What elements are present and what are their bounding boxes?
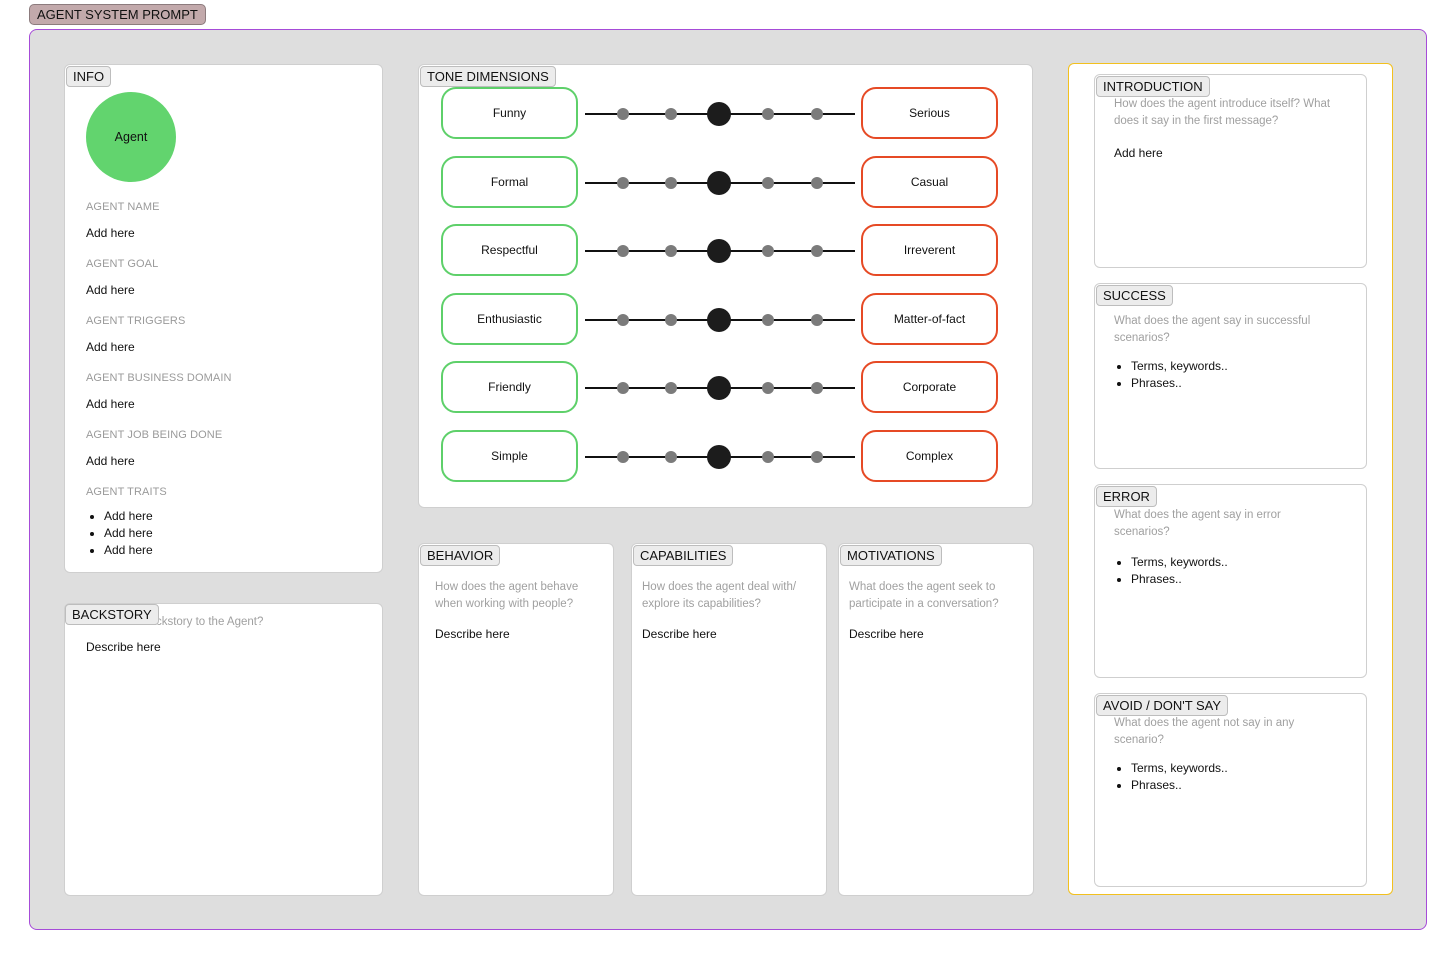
- tone-dimensions-title: TONE DIMENSIONS: [420, 66, 556, 87]
- trait-item[interactable]: Add here: [104, 525, 153, 542]
- capabilities-card: CAPABILITIES: [631, 543, 827, 896]
- agent-goal-value[interactable]: Add here: [86, 283, 135, 297]
- error-card: ERROR: [1094, 484, 1367, 678]
- trait-item[interactable]: Add here: [104, 542, 153, 559]
- tone-left-enthusiastic[interactable]: Enthusiastic: [441, 293, 578, 345]
- tone-left-friendly[interactable]: Friendly: [441, 361, 578, 413]
- behavior-card: BEHAVIOR: [418, 543, 614, 896]
- info-title: INFO: [66, 66, 112, 87]
- avoid-hint: What does the agent not say in any scena…: [1114, 717, 1295, 746]
- agent-goal-label: AGENT GOAL: [86, 258, 159, 270]
- tone-left-formal[interactable]: Formal: [441, 156, 578, 208]
- tone-left-simple[interactable]: Simple: [441, 430, 578, 482]
- tone-left-respectful[interactable]: Respectful: [441, 224, 578, 276]
- success-card: SUCCESS: [1094, 283, 1367, 469]
- capabilities-title: CAPABILITIES: [633, 545, 734, 566]
- agent-business-domain-value[interactable]: Add here: [86, 397, 135, 411]
- success-item[interactable]: Phrases..: [1131, 375, 1228, 392]
- tone-right-casual[interactable]: Casual: [861, 156, 998, 208]
- introduction-hint: How does the agent introduce itself? Wha…: [1114, 98, 1331, 127]
- introduction-card: INTRODUCTION: [1094, 74, 1367, 268]
- error-title: ERROR: [1096, 486, 1157, 507]
- tone-right-serious[interactable]: Serious: [861, 87, 998, 139]
- agent-job-label: AGENT JOB BEING DONE: [86, 429, 223, 441]
- agent-avatar: Agent: [86, 92, 176, 182]
- agent-business-domain-label: AGENT BUSINESS DOMAIN: [86, 372, 232, 384]
- error-hint: What does the agent say in error scenari…: [1114, 509, 1281, 538]
- behavior-title: BEHAVIOR: [420, 545, 501, 566]
- behavior-value[interactable]: Describe here: [435, 627, 510, 641]
- tone-right-matter-of-fact[interactable]: Matter-of-fact: [861, 293, 998, 345]
- trait-item[interactable]: Add here: [104, 508, 153, 525]
- agent-triggers-label: AGENT TRIGGERS: [86, 315, 186, 327]
- backstory-value[interactable]: Describe here: [86, 640, 161, 654]
- avoid-title: AVOID / DON'T SAY: [1096, 695, 1229, 716]
- error-item[interactable]: Terms, keywords..: [1131, 554, 1228, 571]
- error-list: Terms, keywords.. Phrases..: [1113, 554, 1228, 588]
- agent-triggers-value[interactable]: Add here: [86, 340, 135, 354]
- avoid-card: AVOID / DON'T SAY: [1094, 693, 1367, 887]
- backstory-title: BACKSTORY: [65, 604, 159, 625]
- success-hint: What does the agent say in successful sc…: [1114, 315, 1311, 344]
- motivations-hint: What does the agent seek to participate …: [849, 581, 999, 610]
- agent-name-value[interactable]: Add here: [86, 226, 135, 240]
- frame-title: AGENT SYSTEM PROMPT: [29, 4, 206, 25]
- introduction-title: INTRODUCTION: [1096, 76, 1210, 97]
- capabilities-value[interactable]: Describe here: [642, 627, 717, 641]
- avoid-item[interactable]: Terms, keywords..: [1131, 760, 1228, 777]
- tone-left-funny[interactable]: Funny: [441, 87, 578, 139]
- success-list: Terms, keywords.. Phrases..: [1113, 358, 1228, 392]
- backstory-card: [64, 603, 383, 896]
- tone-right-complex[interactable]: Complex: [861, 430, 998, 482]
- behavior-hint: How does the agent behave when working w…: [435, 581, 579, 610]
- avoid-item[interactable]: Phrases..: [1131, 777, 1228, 794]
- agent-name-label: AGENT NAME: [86, 201, 160, 213]
- capabilities-hint: How does the agent deal with/ explore it…: [642, 581, 797, 610]
- tone-right-irreverent[interactable]: Irreverent: [861, 224, 998, 276]
- success-title: SUCCESS: [1096, 285, 1173, 306]
- success-item[interactable]: Terms, keywords..: [1131, 358, 1228, 375]
- avoid-list: Terms, keywords.. Phrases..: [1113, 760, 1228, 794]
- tone-right-corporate[interactable]: Corporate: [861, 361, 998, 413]
- introduction-value[interactable]: Add here: [1114, 146, 1163, 160]
- motivations-card: MOTIVATIONS: [838, 543, 1034, 896]
- error-item[interactable]: Phrases..: [1131, 571, 1228, 588]
- agent-traits-list: Add here Add here Add here: [86, 508, 153, 559]
- agent-traits-label: AGENT TRAITS: [86, 486, 167, 498]
- agent-job-value[interactable]: Add here: [86, 454, 135, 468]
- motivations-title: MOTIVATIONS: [840, 545, 942, 566]
- motivations-value[interactable]: Describe here: [849, 627, 924, 641]
